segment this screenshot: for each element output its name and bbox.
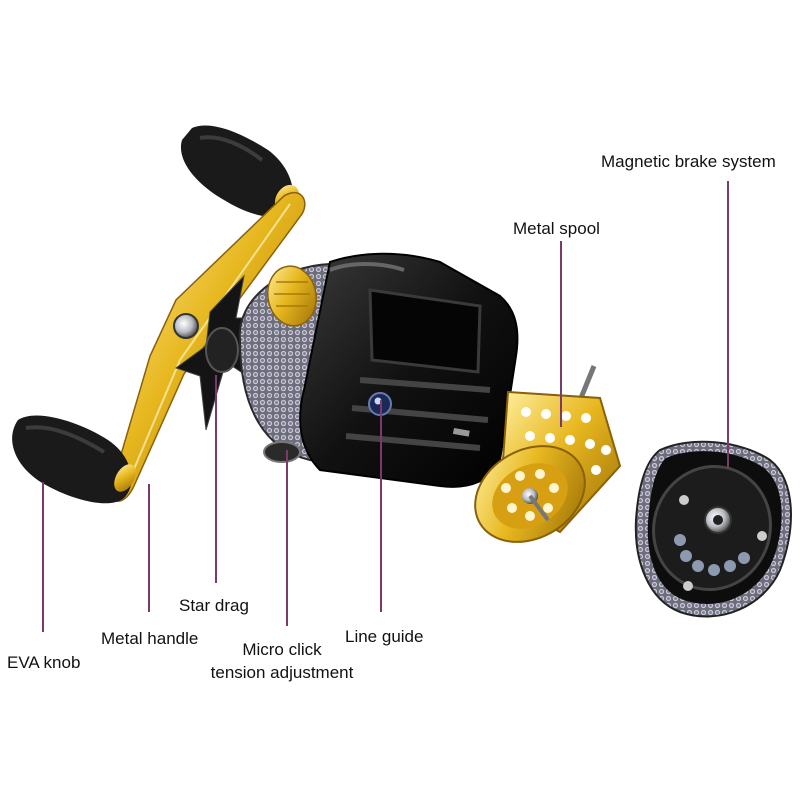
eva-knob-label: EVA knob bbox=[7, 653, 81, 672]
magnetic-brake-leader bbox=[727, 181, 729, 468]
metal-spool-leader bbox=[560, 241, 562, 427]
magnetic-brake-graphic bbox=[634, 440, 792, 618]
micro-click-knob-graphic bbox=[263, 265, 317, 463]
metal-spool-graphic bbox=[474, 365, 622, 543]
magnetic-brake-label: Magnetic brake system bbox=[601, 152, 776, 171]
metal-spool-label: Metal spool bbox=[513, 219, 600, 238]
micro-click-leader bbox=[286, 450, 288, 626]
metal-handle-leader bbox=[148, 484, 150, 612]
line-guide-label: Line guide bbox=[345, 627, 424, 646]
eva-knob-leader bbox=[42, 482, 44, 632]
metal-handle-label: Metal handle bbox=[101, 629, 199, 648]
star-drag-label: Star drag bbox=[179, 596, 249, 615]
star-drag-leader bbox=[215, 375, 217, 583]
line-guide-leader bbox=[380, 400, 382, 612]
micro-click-label-line1: Micro click bbox=[242, 640, 322, 659]
lower-eva-knob-graphic bbox=[12, 415, 136, 504]
micro-click-label-line2: tension adjustment bbox=[210, 663, 354, 682]
